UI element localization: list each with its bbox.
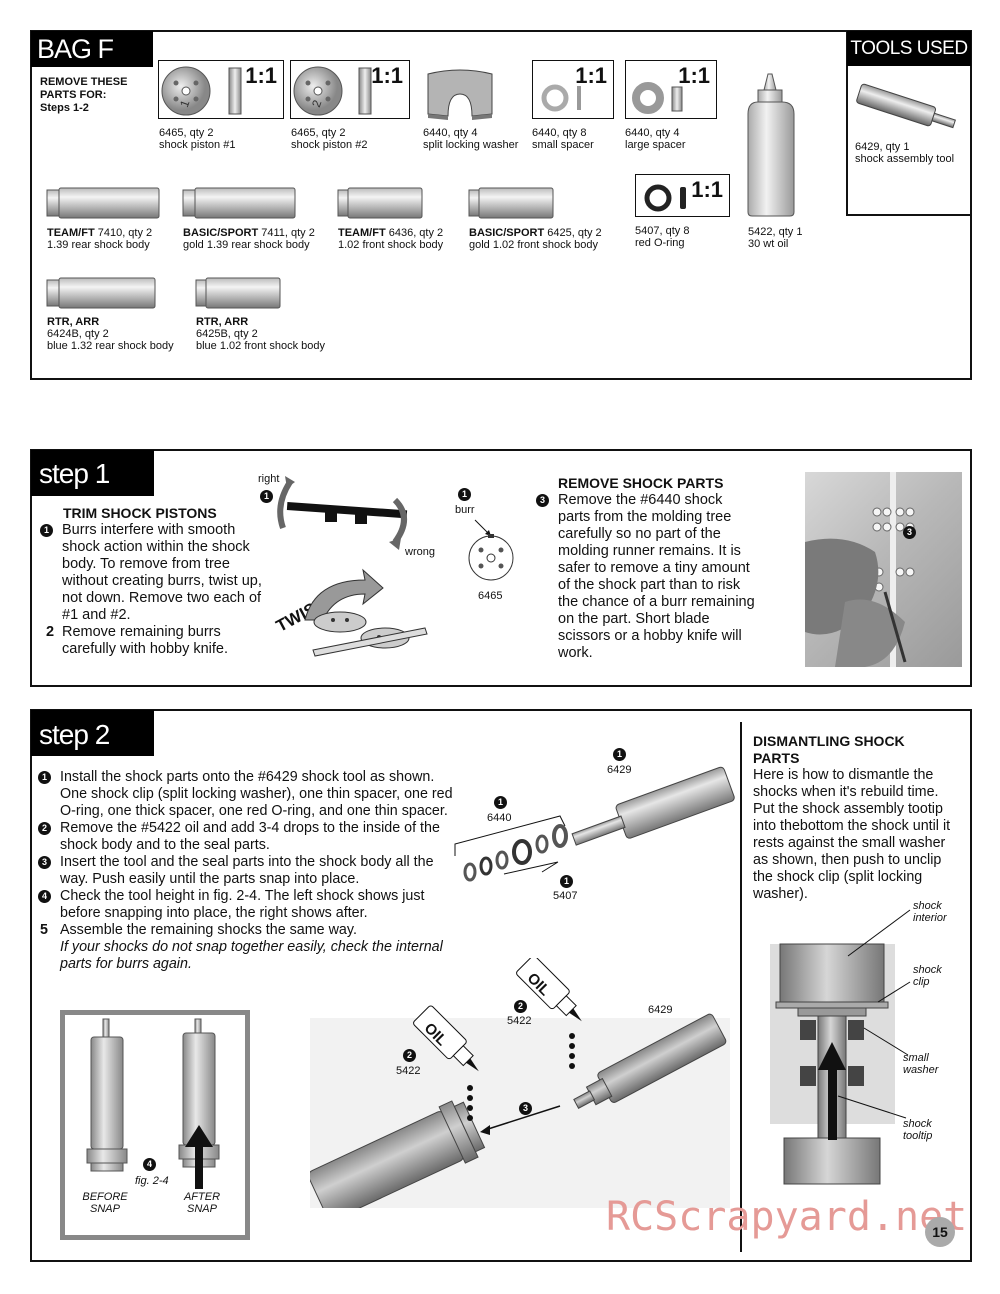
right-label: right bbox=[258, 473, 280, 485]
twist-up-illustration: right 1 wrong TWIST UP bbox=[255, 470, 455, 660]
dismantle-divider bbox=[740, 722, 742, 1252]
step-2-title: step 2 bbox=[31, 710, 154, 756]
piston-1-illustration: 1 1:1 bbox=[158, 60, 284, 119]
shock-body-illustration bbox=[45, 186, 165, 220]
tools-used-title: TOOLS USED bbox=[847, 31, 971, 66]
shock-body-illustration bbox=[45, 276, 160, 310]
shock-body-illustration bbox=[336, 186, 426, 220]
step-number-badge: 1 bbox=[613, 748, 626, 761]
tool-part-label: 6429 bbox=[648, 1004, 673, 1016]
remove-shock-parts-heading: REMOVE SHOCK PARTS bbox=[558, 475, 724, 491]
scale-ratio: 1:1 bbox=[245, 63, 277, 88]
scale-ratio: 1:1 bbox=[691, 177, 723, 202]
bag-f-intro: REMOVE THESE PARTS FOR: Steps 1-2 bbox=[40, 76, 128, 114]
scale-ratio: 1:1 bbox=[371, 63, 403, 88]
fig-label: fig. 2-4 bbox=[135, 1175, 169, 1187]
step-number-badge: 2 bbox=[514, 1000, 527, 1013]
oring-part-label: 5407 bbox=[553, 890, 578, 902]
tool-part-label: 6429 bbox=[607, 764, 632, 776]
o-ring-illustration: 1:1 bbox=[635, 174, 730, 217]
oil-part-label: 5422 bbox=[507, 1015, 532, 1027]
exploded-parts-diagram: 1 6429 1 6440 1 5407 bbox=[450, 744, 740, 904]
part-number-label: 6465 bbox=[478, 590, 503, 602]
step-number-badge: 3 bbox=[519, 1102, 532, 1115]
step-number-badge: 1 bbox=[560, 875, 573, 888]
scale-ratio: 1:1 bbox=[678, 63, 710, 88]
burr-illustration: 1 burr 6465 bbox=[455, 488, 525, 603]
page-number: 15 bbox=[925, 1217, 955, 1247]
shock-tool-illustration bbox=[850, 80, 965, 140]
oil-bottle-illustration bbox=[742, 72, 802, 218]
step-number-badge: 3 bbox=[903, 526, 916, 539]
step-number-badge: 2 bbox=[403, 1049, 416, 1062]
step-1-heading: TRIM SHOCK PISTONS bbox=[63, 505, 217, 521]
before-snap-label: BEFORE SNAP bbox=[82, 1191, 128, 1215]
fig-2-4-panel: 4 fig. 2-4 BEFORE SNAP AFTER SNAP bbox=[60, 1010, 250, 1240]
shock-body-illustration bbox=[181, 186, 301, 220]
step-number-badge: 4 bbox=[143, 1158, 156, 1171]
large-spacer-illustration: 1:1 bbox=[625, 60, 717, 119]
burr-label: burr bbox=[455, 504, 475, 516]
step-number-badge: 1 bbox=[458, 488, 471, 501]
piston-2-illustration: 2 1:1 bbox=[290, 60, 410, 119]
oil-part-label: 5422 bbox=[396, 1065, 421, 1077]
small-spacer-illustration: 1:1 bbox=[532, 60, 614, 119]
dismantle-illustration: shock interior shock clip small washer s… bbox=[760, 900, 960, 1200]
svg-text:1: 1 bbox=[177, 98, 193, 109]
after-snap-label: AFTER SNAP bbox=[183, 1191, 221, 1215]
dismantle-heading: DISMANTLING SHOCK PARTS bbox=[753, 733, 905, 766]
callout-small-washer: small washer bbox=[903, 1052, 939, 1076]
step-number-badge: 1 bbox=[260, 490, 273, 503]
removal-photo: 3 bbox=[805, 472, 962, 667]
dismantle-text: Here is how to dismantle the shocks when… bbox=[753, 767, 951, 902]
oil-insertion-diagram: OIL OIL 2 5422 2 5422 6429 3 bbox=[310, 958, 730, 1208]
bag-f-title: BAG F bbox=[31, 31, 153, 67]
callout-shock-tooltip: shock tooltip bbox=[903, 1118, 933, 1142]
shock-body-illustration bbox=[194, 276, 284, 310]
callout-shock-clip: shock clip bbox=[913, 964, 942, 988]
scale-ratio: 1:1 bbox=[575, 63, 607, 88]
split-washer-illustration bbox=[420, 64, 500, 124]
washer-part-label: 6440 bbox=[487, 812, 512, 824]
step-1-title: step 1 bbox=[31, 450, 154, 496]
shock-body-illustration bbox=[467, 186, 557, 220]
wrong-label: wrong bbox=[405, 546, 435, 558]
callout-shock-interior: shock interior bbox=[913, 900, 947, 924]
watermark: RCScrapyard.net bbox=[606, 1194, 968, 1240]
step-number-badge: 1 bbox=[494, 796, 507, 809]
svg-text:2: 2 bbox=[309, 98, 325, 109]
